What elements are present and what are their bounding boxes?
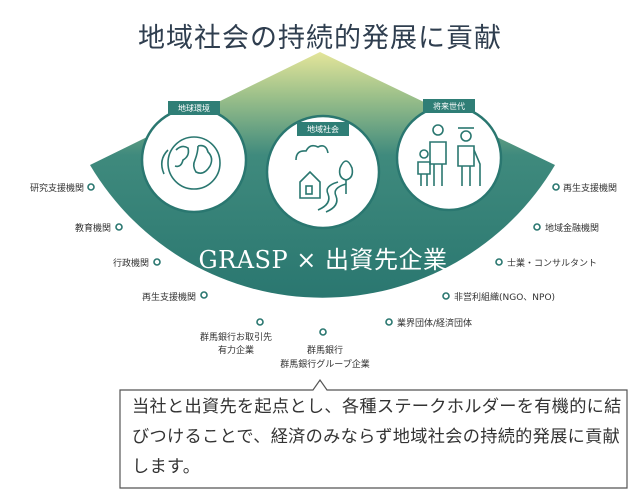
stakeholder-label: 再生支援機関 — [563, 182, 617, 194]
stakeholder-label: 有力企業 — [218, 344, 254, 356]
family-icon — [417, 124, 481, 186]
family-tag: 将来世代 — [433, 101, 465, 111]
description-text: 当社と出資先を起点とし、各種ステークホルダーを有機的に結びつけることで、経済のみ… — [132, 397, 622, 477]
earth-icon — [160, 136, 221, 190]
stakeholder-label: 非営利組織(NGO、NPO) — [454, 291, 555, 303]
stakeholder-label: 群馬銀行 — [307, 344, 343, 356]
stakeholder-label: 行政機関 — [113, 257, 149, 269]
connector-dots — [87, 183, 560, 336]
page-title: 地域社会の持続的発展に貢献 — [138, 23, 502, 54]
stakeholder-label: 群馬銀行お取引先 — [200, 331, 272, 343]
town-circle: 地域社会 — [265, 114, 381, 230]
earth-circle: 地球環境 — [140, 101, 248, 214]
earth-tag: 地球環境 — [178, 103, 210, 113]
center-label: GRASP × 出資先企業 — [198, 246, 447, 274]
stakeholder-label: 士業・コンサルタント — [507, 257, 597, 269]
callout-box — [119, 378, 628, 489]
stakeholder-label: 教育機関 — [75, 222, 111, 234]
family-circle: 将来世代 — [395, 99, 503, 212]
town-icon — [295, 144, 354, 213]
stakeholder-label: 再生支援機関 — [142, 291, 196, 303]
town-tag: 地域社会 — [307, 124, 339, 134]
stakeholder-label: 群馬銀行グループ企業 — [280, 358, 369, 370]
stakeholder-label: 研究支援機関 — [30, 182, 84, 194]
stakeholder-label: 業界団体/経済団体 — [397, 317, 472, 329]
stakeholder-label: 地域金融機関 — [545, 222, 599, 234]
